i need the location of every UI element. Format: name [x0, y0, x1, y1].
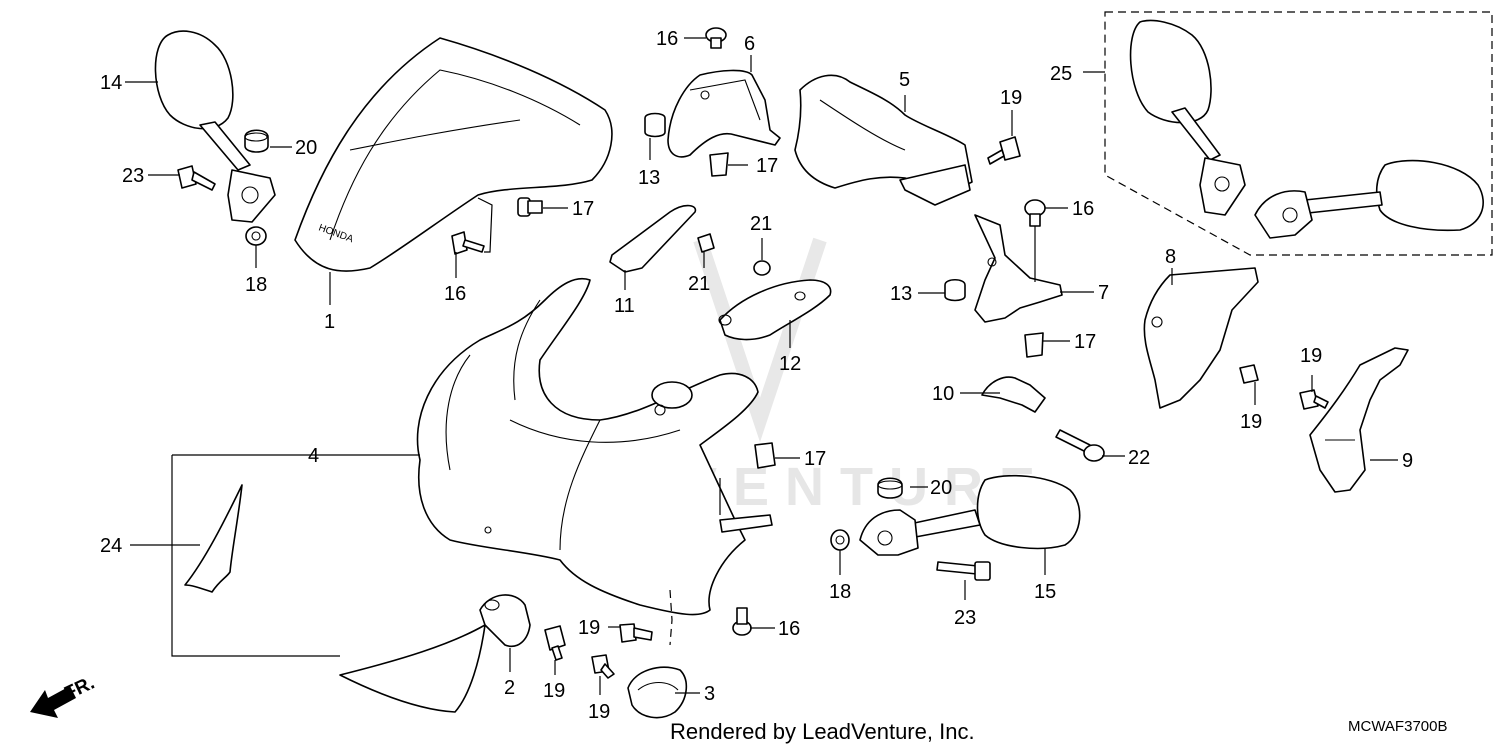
mirror-left [154, 30, 276, 223]
stay-12 [718, 279, 832, 341]
grommet-13-upper [644, 112, 666, 138]
bolt-16-top [705, 27, 727, 49]
nut-17-upper [709, 152, 729, 177]
clip-19-right-a [1239, 364, 1259, 384]
panel-24 [184, 484, 243, 593]
grommet-13-right [944, 278, 966, 302]
mirror-right [859, 474, 1081, 556]
clip-19-lower-b [619, 623, 653, 643]
bracket-2 [479, 594, 531, 647]
callout-17-windscreen: 17 [572, 198, 594, 220]
callout-22: 22 [1128, 447, 1150, 469]
nut-18-lower [830, 529, 850, 551]
callout-13-right: 13 [890, 283, 912, 305]
callout-15: 15 [1034, 581, 1056, 603]
callout-8: 8 [1165, 246, 1176, 268]
panel-8 [1143, 267, 1259, 409]
nut-18-upper [245, 226, 267, 246]
bracket-10 [981, 376, 1046, 413]
upper-cowl [416, 278, 773, 616]
mirror-set-25 [1104, 11, 1493, 256]
diagram-code: MCWAF3700B [1348, 718, 1447, 735]
callout-17-right: 17 [1074, 331, 1096, 353]
callout-17-upper: 17 [756, 155, 778, 177]
callout-19-lower-c: 19 [588, 701, 610, 723]
clip-19-upper [987, 136, 1021, 165]
lower-panel [339, 624, 486, 713]
callout-2: 2 [504, 677, 515, 699]
callout-23-lower: 23 [954, 607, 976, 629]
callout-19-upper: 19 [1000, 87, 1022, 109]
clip-19-lower-c [591, 654, 615, 679]
bolt-23-lower [936, 561, 991, 581]
callout-23-upper: 23 [122, 165, 144, 187]
bolt-22 [1055, 429, 1105, 462]
callout-10: 10 [932, 383, 954, 405]
callout-17-lower: 17 [804, 448, 826, 470]
callout-12: 12 [779, 353, 801, 375]
callout-7: 7 [1098, 282, 1109, 304]
callout-16-top: 16 [656, 28, 678, 50]
screw-17-windscreen [517, 197, 543, 217]
callout-20-lower: 20 [930, 477, 952, 499]
callout-19-right-a: 19 [1240, 411, 1262, 433]
callout-19-lower-a: 19 [543, 680, 565, 702]
nut-17-lower [754, 442, 776, 469]
bolt-21-b [753, 260, 771, 276]
inner-panel-5 [794, 74, 973, 206]
callout-20-upper: 20 [295, 137, 317, 159]
callout-18-lower: 18 [829, 581, 851, 603]
callout-21-a: 21 [688, 273, 710, 295]
leader-lines [125, 37, 1398, 695]
callout-21-b: 21 [750, 213, 772, 235]
windscreen: HONDA [294, 37, 613, 272]
bracket-7 [974, 214, 1063, 323]
bolt-16-lower [732, 607, 752, 636]
callout-25: 25 [1050, 63, 1072, 85]
callout-24: 24 [100, 535, 122, 557]
bolt-16-windscreen [451, 231, 485, 255]
callout-11: 11 [614, 295, 635, 317]
callouts: 14 20 23 18 1 17 16 16 6 13 17 5 19 11 2… [100, 28, 1413, 723]
callout-16-right: 16 [1072, 198, 1094, 220]
clip-19-right-b [1299, 389, 1329, 410]
callout-6: 6 [744, 33, 755, 55]
callout-19-right-b: 19 [1300, 345, 1322, 367]
callout-16-lower: 16 [778, 618, 800, 640]
callout-3: 3 [704, 683, 715, 705]
bolt-21-a [697, 233, 715, 253]
bolt-16-right [1024, 199, 1046, 227]
cover-3 [627, 666, 688, 719]
bracket-6 [667, 69, 781, 158]
bolt-23-upper [177, 165, 216, 191]
callout-16-windscreen: 16 [444, 283, 466, 305]
callout-1: 1 [324, 311, 335, 333]
callout-14: 14 [100, 72, 122, 94]
footer-credit: Rendered by LeadVenture, Inc. [670, 719, 975, 744]
grommet-20-upper [244, 129, 269, 153]
callout-4: 4 [308, 445, 319, 467]
front-direction-indicator: FR. [30, 673, 98, 718]
callout-13-upper: 13 [638, 167, 660, 189]
nut-17-right [1024, 332, 1044, 358]
grommet-20-lower [877, 477, 903, 499]
callout-9: 9 [1402, 450, 1413, 472]
stay-11 [609, 204, 697, 273]
clip-19-lower-a [544, 625, 566, 661]
callout-19-lower-b: 19 [578, 617, 600, 639]
callout-18-upper: 18 [245, 274, 267, 296]
bracket-9 [1309, 347, 1409, 493]
callout-5: 5 [899, 69, 910, 91]
